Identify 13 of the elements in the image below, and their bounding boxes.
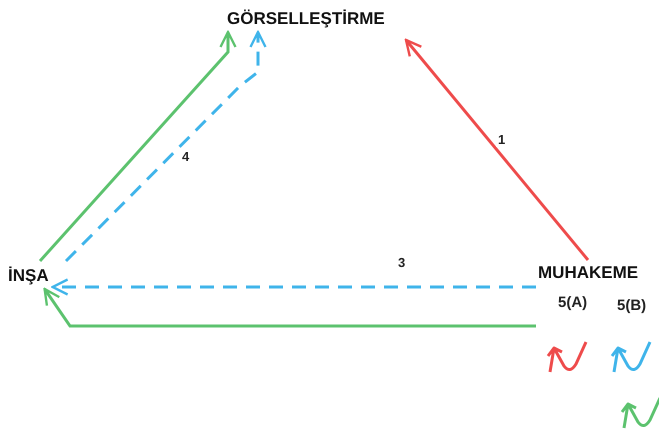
edge-label: 4 — [180, 149, 192, 164]
arrow — [51, 278, 536, 296]
edge-label: 3 — [396, 255, 408, 270]
step-label: 5(A) — [558, 294, 588, 311]
arrow — [64, 30, 267, 262]
node-label: İNŞA — [8, 265, 49, 287]
node-label: GÖRSELLEŞTİRME — [227, 8, 385, 30]
node-label: MUHAKEME — [538, 262, 638, 284]
edge-label: 1 — [496, 132, 508, 147]
arrow — [43, 288, 536, 328]
arrow — [404, 38, 590, 261]
arrow — [38, 30, 237, 262]
step-label: 5(B) — [617, 297, 646, 314]
